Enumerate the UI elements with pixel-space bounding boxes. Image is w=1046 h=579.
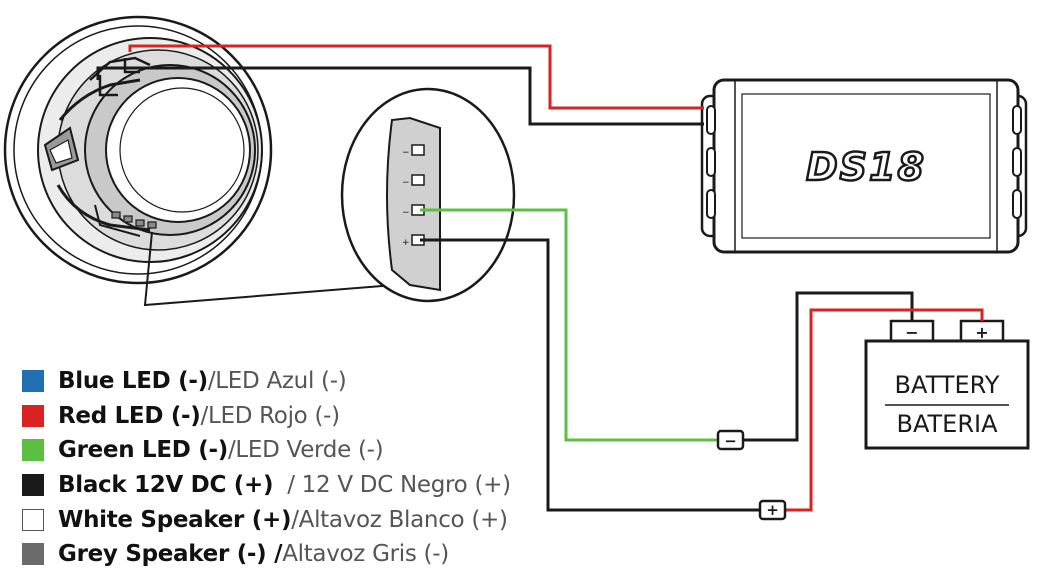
legend-separator: / bbox=[291, 506, 299, 533]
legend-label-en: Red LED (-) bbox=[58, 402, 201, 429]
brand-logo: DS18 bbox=[806, 145, 926, 189]
battery-label: BATTERY bbox=[895, 371, 1000, 399]
battery-negative-terminal: − bbox=[905, 323, 918, 342]
black-wire-positive bbox=[420, 238, 760, 512]
wire-color-legend: Blue LED (-) / LED Azul (-) Red LED (-) … bbox=[22, 364, 511, 572]
green-wire bbox=[420, 208, 718, 442]
legend-swatch-red bbox=[22, 404, 44, 427]
red-wire-amp bbox=[128, 44, 704, 110]
legend-item-red: Red LED (-) / LED Rojo (-) bbox=[22, 399, 511, 434]
svg-text:−: − bbox=[402, 148, 410, 158]
svg-text:−: − bbox=[402, 208, 410, 218]
legend-separator: / bbox=[207, 368, 216, 395]
amplifier: DS18 bbox=[700, 78, 1028, 254]
battery-label-es: BATERIA bbox=[896, 410, 998, 438]
legend-label-es: LED Verde (-) bbox=[235, 437, 384, 464]
legend-separator: / bbox=[200, 402, 209, 429]
battery-positive-terminal: + bbox=[975, 323, 988, 342]
legend-label-es: LED Rojo (-) bbox=[207, 402, 340, 429]
legend-label-en: Green LED (-) bbox=[58, 437, 228, 464]
legend-label-en: Black 12V DC (+) bbox=[58, 472, 274, 499]
battery: − + BATTERY BATERIA bbox=[864, 319, 1030, 450]
negative-connector-symbol: − bbox=[724, 432, 737, 450]
positive-connector: + bbox=[758, 499, 787, 521]
legend-label-en: White Speaker (+) bbox=[58, 506, 292, 533]
legend-item-green: Green LED (-) / LED Verde (-) bbox=[22, 433, 511, 468]
speaker bbox=[3, 15, 273, 285]
legend-swatch-green bbox=[22, 439, 44, 462]
terminal-detail-bubble: − − − + bbox=[340, 87, 516, 303]
svg-text:+: + bbox=[402, 238, 410, 248]
legend-swatch-grey bbox=[22, 543, 44, 566]
legend-item-black: Black 12V DC (+) / 12 V DC Negro (+) bbox=[22, 468, 511, 503]
legend-label-en: Grey Speaker (-) / bbox=[58, 541, 283, 568]
battery-positive-wire bbox=[785, 308, 984, 512]
legend-swatch-black bbox=[22, 474, 44, 497]
black-wire-amp bbox=[96, 66, 704, 126]
legend-separator: / bbox=[273, 472, 302, 499]
legend-label-es: LED Azul (-) bbox=[215, 368, 347, 395]
battery-negative-wire bbox=[743, 291, 914, 442]
legend-item-grey: Grey Speaker (-) / Altavoz Gris (-) bbox=[22, 537, 511, 572]
legend-swatch-white bbox=[22, 508, 44, 531]
legend-label-es: Altavoz Blanco (+) bbox=[298, 506, 508, 533]
legend-label-es: 12 V DC Negro (+) bbox=[301, 472, 511, 499]
legend-item-blue: Blue LED (-) / LED Azul (-) bbox=[22, 364, 511, 399]
legend-separator: / bbox=[227, 437, 236, 464]
legend-label-en: Blue LED (-) bbox=[58, 368, 208, 395]
legend-item-white: White Speaker (+) / Altavoz Blanco (+) bbox=[22, 502, 511, 537]
svg-text:−: − bbox=[402, 178, 410, 188]
legend-label-es: Altavoz Gris (-) bbox=[282, 541, 449, 568]
legend-swatch-blue bbox=[22, 370, 44, 393]
negative-connector: − bbox=[716, 429, 745, 451]
detail-pointer-line bbox=[143, 231, 396, 307]
positive-connector-symbol: + bbox=[766, 501, 779, 519]
